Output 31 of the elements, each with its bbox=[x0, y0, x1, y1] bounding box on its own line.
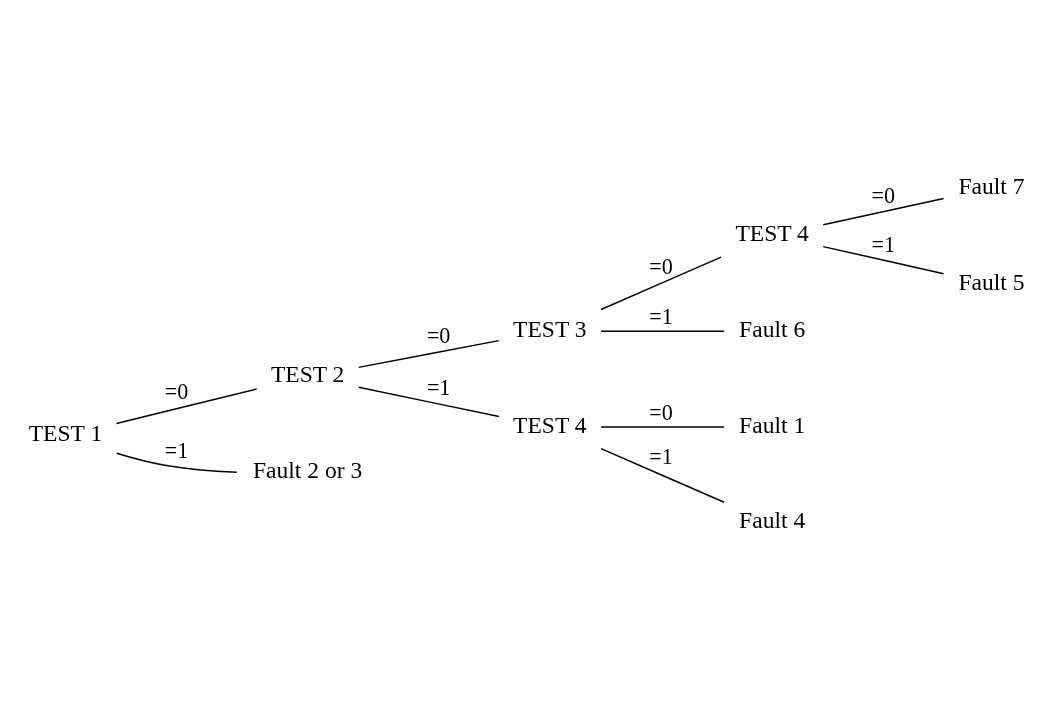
edge-label: =0 bbox=[871, 183, 896, 209]
node-text: TEST 2 bbox=[270, 361, 345, 388]
connector bbox=[822, 197, 945, 226]
edge-label: =0 bbox=[426, 322, 451, 348]
edge-label: =1 bbox=[164, 437, 189, 463]
node-text: Fault 1 bbox=[739, 411, 806, 438]
edge-label: =0 bbox=[164, 378, 189, 404]
edge-label: =1 bbox=[871, 231, 896, 257]
connector bbox=[115, 452, 238, 473]
node-text: TEST 1 bbox=[28, 420, 103, 447]
edge-label: =0 bbox=[649, 253, 673, 279]
edge-label: =0 bbox=[649, 399, 673, 425]
node-text: Fault 2 or 3 bbox=[253, 457, 363, 484]
connector bbox=[600, 426, 725, 428]
node-text: Fault 7 bbox=[958, 172, 1025, 199]
connector bbox=[357, 386, 500, 418]
connector bbox=[822, 245, 945, 275]
connector bbox=[600, 256, 722, 311]
connector bbox=[357, 339, 500, 369]
edge-label: =1 bbox=[649, 303, 673, 329]
edge-label: =1 bbox=[649, 443, 673, 469]
node-text: Fault 5 bbox=[958, 268, 1025, 295]
node-text: Fault 4 bbox=[739, 507, 806, 534]
connector bbox=[600, 447, 725, 504]
connector bbox=[115, 388, 258, 425]
node-text: TEST 4 bbox=[735, 220, 809, 247]
node-text: TEST 4 bbox=[513, 411, 587, 438]
edge-label: =1 bbox=[426, 374, 451, 400]
connector bbox=[600, 330, 725, 332]
node-text: TEST 3 bbox=[513, 315, 587, 342]
node-text: Fault 6 bbox=[739, 315, 806, 342]
